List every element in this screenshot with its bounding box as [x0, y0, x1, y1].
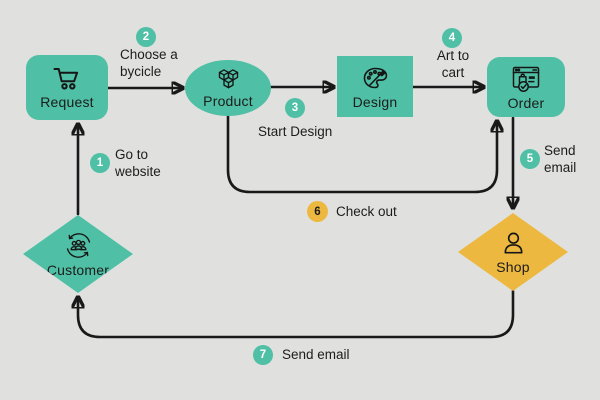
node-request-label: Request [40, 94, 94, 110]
node-design: Design [337, 56, 413, 117]
step-label-6: Check out [336, 204, 397, 219]
step-label-1: Go to website [115, 147, 161, 179]
step-badge-4: 4 [442, 28, 462, 48]
step-badge-7: 7 [253, 345, 273, 365]
step-badge-2: 2 [136, 27, 156, 47]
node-product: Product [185, 60, 271, 116]
step-badge-5: 5 [520, 149, 540, 169]
node-order-label: Order [507, 94, 545, 111]
step-label-3: Start Design [258, 124, 333, 139]
node-shop-label: Shop [496, 258, 530, 275]
node-customer-label: Customer [46, 262, 110, 278]
node-design-label: Design [352, 93, 398, 110]
connector-shop-customer [78, 289, 515, 339]
step-badge-3: 3 [285, 98, 305, 118]
node-request: Request [26, 55, 108, 120]
order-window-icon [510, 64, 542, 93]
node-product-label: Product [203, 93, 253, 109]
node-order: Order [487, 57, 565, 117]
step-badge-6: 6 [307, 201, 328, 222]
shopping-cart-icon [51, 65, 83, 92]
step-label-2: Choose a bycicle [120, 47, 178, 79]
step-label-7: Send email [282, 347, 350, 362]
step-label-5: Send email [544, 143, 577, 175]
people-sync-icon [62, 230, 95, 261]
step-badge-1: 1 [90, 153, 110, 173]
step-label-4: Art to cart [436, 48, 470, 80]
person-icon [499, 230, 528, 258]
palette-icon [360, 64, 390, 92]
boxes-icon [215, 67, 242, 91]
connector-product-order-checkout [226, 114, 497, 194]
